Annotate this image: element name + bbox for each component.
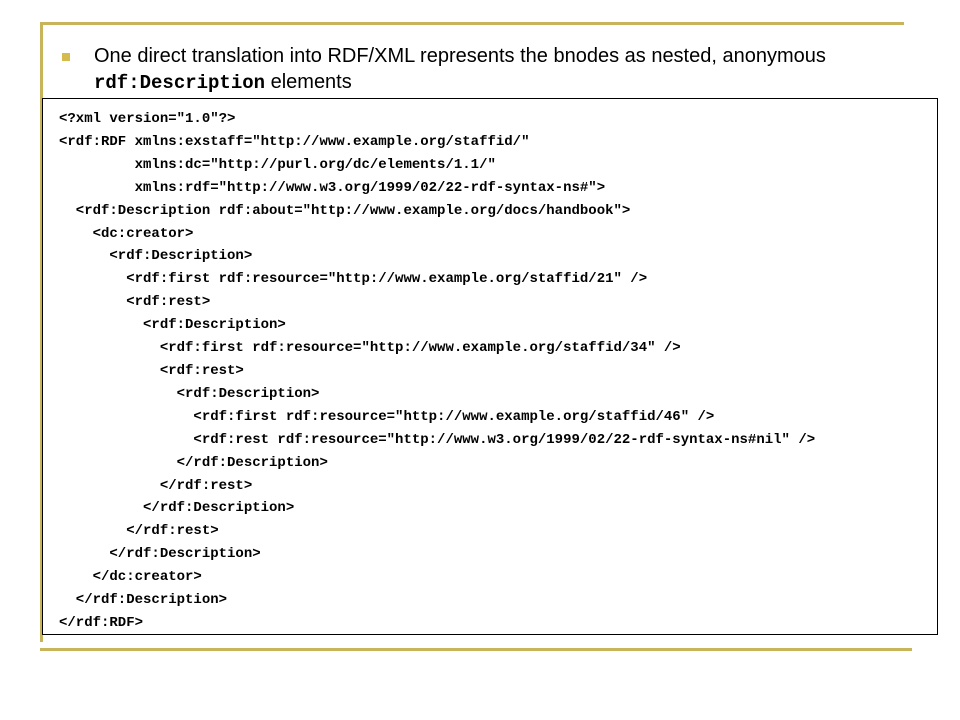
- left-divider: [40, 22, 43, 642]
- top-divider: [40, 22, 904, 25]
- code-line: </rdf:Description>: [59, 500, 295, 517]
- bullet-text-before: One direct translation into RDF/XML repr…: [94, 45, 826, 67]
- code-line: <rdf:Description rdf:about="http://www.e…: [59, 202, 631, 219]
- code-line: <?xml version="1.0"?>: [59, 111, 236, 127]
- code-line: </rdf:rest>: [59, 523, 219, 540]
- code-line: <rdf:rest>: [59, 362, 244, 379]
- square-bullet-icon: [62, 53, 70, 61]
- code-line: <rdf:first rdf:resource="http://www.exam…: [59, 340, 681, 357]
- code-line: <rdf:Description>: [59, 385, 320, 402]
- code-line: xmlns:dc="http://purl.org/dc/elements/1.…: [59, 156, 496, 173]
- code-listing: <?xml version="1.0"?> <rdf:RDF xmlns:exs…: [42, 98, 938, 635]
- code-line: </rdf:Description>: [59, 546, 261, 563]
- code-line: </rdf:Description>: [59, 592, 228, 609]
- code-line: <rdf:rest rdf:resource="http://www.w3.or…: [59, 431, 816, 448]
- code-line: <rdf:Description>: [59, 248, 253, 265]
- code-line: <rdf:first rdf:resource="http://www.exam…: [59, 408, 715, 425]
- code-line: <rdf:Description>: [59, 317, 286, 334]
- bottom-divider: [40, 648, 912, 651]
- bullet-text-after: elements: [265, 71, 352, 93]
- code-line: <rdf:first rdf:resource="http://www.exam…: [59, 271, 648, 288]
- code-line: <rdf:RDF xmlns:exstaff="http://www.examp…: [59, 133, 530, 150]
- code-line: </dc:creator>: [59, 569, 202, 586]
- code-line: </rdf:rest>: [59, 477, 253, 494]
- code-line: </rdf:Description>: [59, 454, 328, 471]
- bullet-text: One direct translation into RDF/XML repr…: [94, 43, 942, 96]
- bullet-code-term: rdf:Description: [94, 72, 266, 94]
- code-line: xmlns:rdf="http://www.w3.org/1999/02/22-…: [59, 179, 606, 196]
- code-line: </rdf:RDF>: [59, 614, 144, 631]
- code-line: <dc:creator>: [59, 225, 194, 242]
- bullet-item: One direct translation into RDF/XML repr…: [62, 43, 942, 96]
- code-line: <rdf:rest>: [59, 294, 211, 311]
